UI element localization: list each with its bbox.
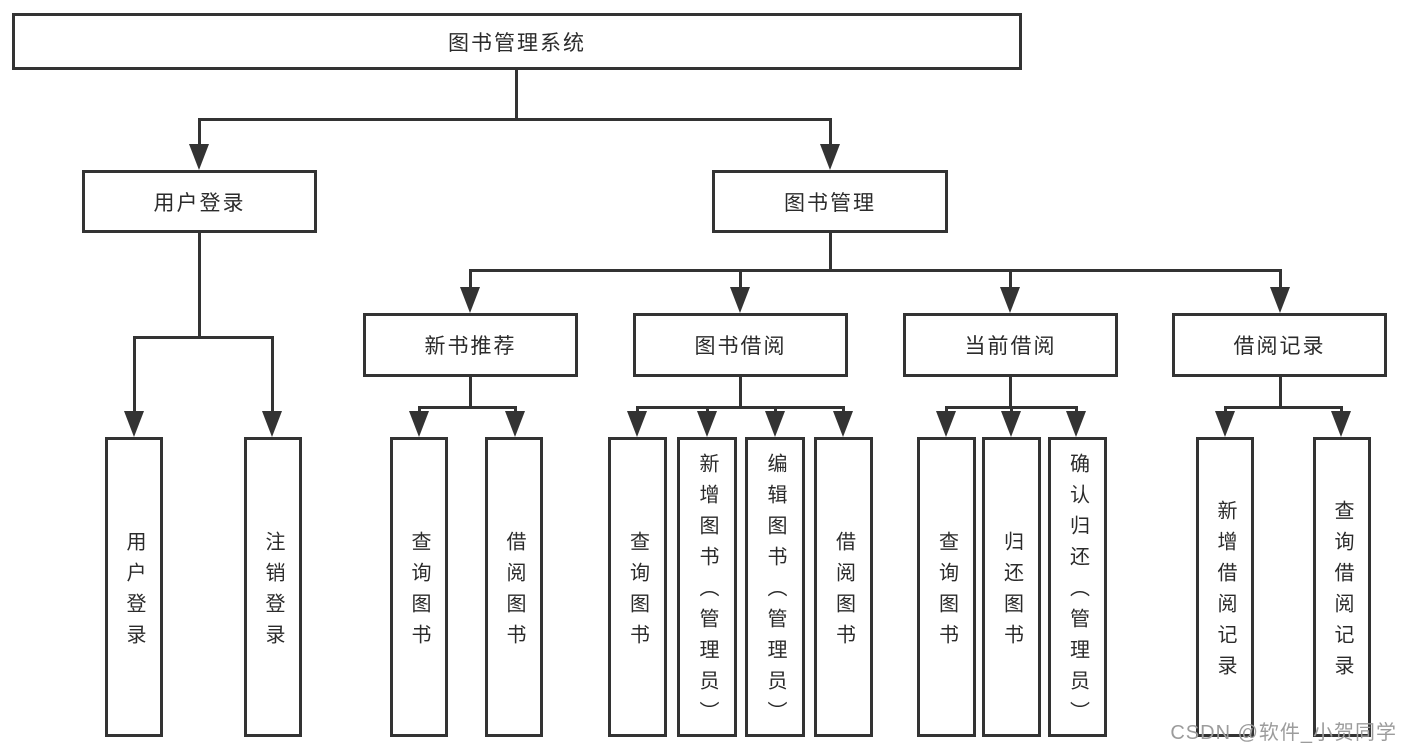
leaf-edit-book-admin: 编辑图书（管理员） [745, 437, 805, 737]
connector-root-rail [198, 118, 832, 121]
arrow-to-book-borrow [730, 287, 750, 313]
leaf-add-book-admin-label: 新增图书（管理员） [696, 453, 718, 732]
connector-borrow-drop-4 [842, 406, 845, 414]
arrow-to-leaf-logout [262, 411, 282, 437]
arrow-to-borrow-record [1270, 287, 1290, 313]
leaf-query-borrow-record: 查询借阅记录 [1313, 437, 1371, 737]
node-user-login: 用户登录 [82, 170, 317, 233]
leaf-add-borrow-record: 新增借阅记录 [1196, 437, 1254, 737]
connector-mgmt-drop-1 [469, 269, 472, 289]
leaf-logout-label: 注销登录 [262, 530, 284, 655]
node-book-borrow: 图书借阅 [633, 313, 848, 377]
arrow-to-edit-book [765, 411, 785, 437]
leaf-recommend-query-book-label: 查询图书 [408, 530, 430, 655]
connector-borrow-drop-3 [774, 406, 777, 414]
node-root: 图书管理系统 [12, 13, 1022, 70]
arrow-to-recommend-borrow [505, 411, 525, 437]
arrow-to-recommend-query [409, 411, 429, 437]
leaf-confirm-return-admin: 确认归还（管理员） [1048, 437, 1107, 737]
connector-mgmt-drop-3 [1009, 269, 1012, 289]
node-book-borrow-label: 图书借阅 [694, 335, 787, 358]
arrow-to-current-borrow [1000, 287, 1020, 313]
connector-login-drop-1 [133, 336, 136, 413]
connector-recommend-rail [418, 406, 517, 409]
node-root-label: 图书管理系统 [448, 31, 586, 55]
connector-current-drop-2 [1010, 406, 1013, 414]
node-book-management-label: 图书管理 [784, 191, 876, 215]
connector-recommend-drop-2 [514, 406, 517, 414]
connector-current-stem [1009, 377, 1012, 408]
connector-login-drop-2 [271, 336, 274, 413]
arrow-to-current-query [936, 411, 956, 437]
arrow-to-add-record [1215, 411, 1235, 437]
arrow-to-new-book-recommend [460, 287, 480, 313]
arrow-to-leaf-user-login [124, 411, 144, 437]
leaf-borrow-query-book-label: 查询图书 [626, 530, 649, 655]
arrow-to-confirm-return [1066, 411, 1086, 437]
leaf-recommend-borrow-book: 借阅图书 [485, 437, 543, 737]
connector-login-rail [133, 336, 274, 339]
node-new-book-recommend: 新书推荐 [363, 313, 578, 377]
leaf-user-login-label: 用户登录 [123, 530, 145, 655]
leaf-add-book-admin: 新增图书（管理员） [677, 437, 737, 737]
leaf-confirm-return-admin-label: 确认归还（管理员） [1066, 453, 1089, 732]
node-borrow-record: 借阅记录 [1172, 313, 1387, 377]
node-book-management: 图书管理 [712, 170, 948, 233]
leaf-logout: 注销登录 [244, 437, 302, 737]
connector-borrow-stem [739, 377, 742, 408]
connector-mgmt-drop-4 [1279, 269, 1282, 289]
leaf-recommend-query-book: 查询图书 [390, 437, 448, 737]
connector-record-drop-2 [1340, 406, 1343, 414]
connector-login-stem [198, 233, 201, 336]
leaf-borrow-book: 借阅图书 [814, 437, 873, 737]
node-borrow-record-label: 借阅记录 [1233, 335, 1326, 358]
arrow-to-borrow-query [627, 411, 647, 437]
node-user-login-label: 用户登录 [153, 191, 246, 215]
node-current-borrow: 当前借阅 [903, 313, 1118, 377]
connector-record-drop-1 [1224, 406, 1227, 414]
leaf-return-book: 归还图书 [982, 437, 1041, 737]
arrow-to-query-record [1331, 411, 1351, 437]
arrow-to-return-book [1001, 411, 1021, 437]
connector-root-drop-left [198, 118, 201, 146]
connector-borrow-rail [636, 406, 845, 409]
arrow-to-user-login [189, 144, 209, 170]
csdn-watermark: CSDN @软件_小贺同学 [1170, 722, 1397, 744]
leaf-recommend-borrow-book-label: 借阅图书 [503, 530, 525, 655]
connector-recommend-drop-1 [418, 406, 421, 414]
arrow-to-borrow-book [833, 411, 853, 437]
connector-recommend-stem [469, 377, 472, 408]
arrow-to-add-book [697, 411, 717, 437]
connector-borrow-drop-2 [706, 406, 709, 414]
node-new-book-recommend-label: 新书推荐 [424, 335, 517, 358]
leaf-query-borrow-record-label: 查询借阅记录 [1331, 499, 1353, 686]
connector-mgmt-stem [829, 233, 832, 269]
leaf-add-borrow-record-label: 新增借阅记录 [1214, 499, 1236, 686]
connector-root-drop-right [829, 118, 832, 146]
connector-mgmt-rail [469, 269, 1282, 272]
connector-root-stem [515, 70, 518, 118]
connector-borrow-drop-1 [636, 406, 639, 414]
leaf-edit-book-admin-label: 编辑图书（管理员） [764, 453, 786, 732]
connector-record-stem [1279, 377, 1282, 408]
arrow-to-book-management [820, 144, 840, 170]
leaf-user-login: 用户登录 [105, 437, 163, 737]
connector-record-rail [1224, 406, 1343, 409]
leaf-current-query-book-label: 查询图书 [935, 530, 958, 655]
leaf-borrow-book-label: 借阅图书 [832, 530, 855, 655]
node-current-borrow-label: 当前借阅 [964, 335, 1057, 358]
connector-current-drop-3 [1075, 406, 1078, 414]
leaf-return-book-label: 归还图书 [1000, 530, 1023, 655]
leaf-current-query-book: 查询图书 [917, 437, 976, 737]
connector-mgmt-drop-2 [739, 269, 742, 289]
connector-current-drop-1 [945, 406, 948, 414]
leaf-borrow-query-book: 查询图书 [608, 437, 667, 737]
